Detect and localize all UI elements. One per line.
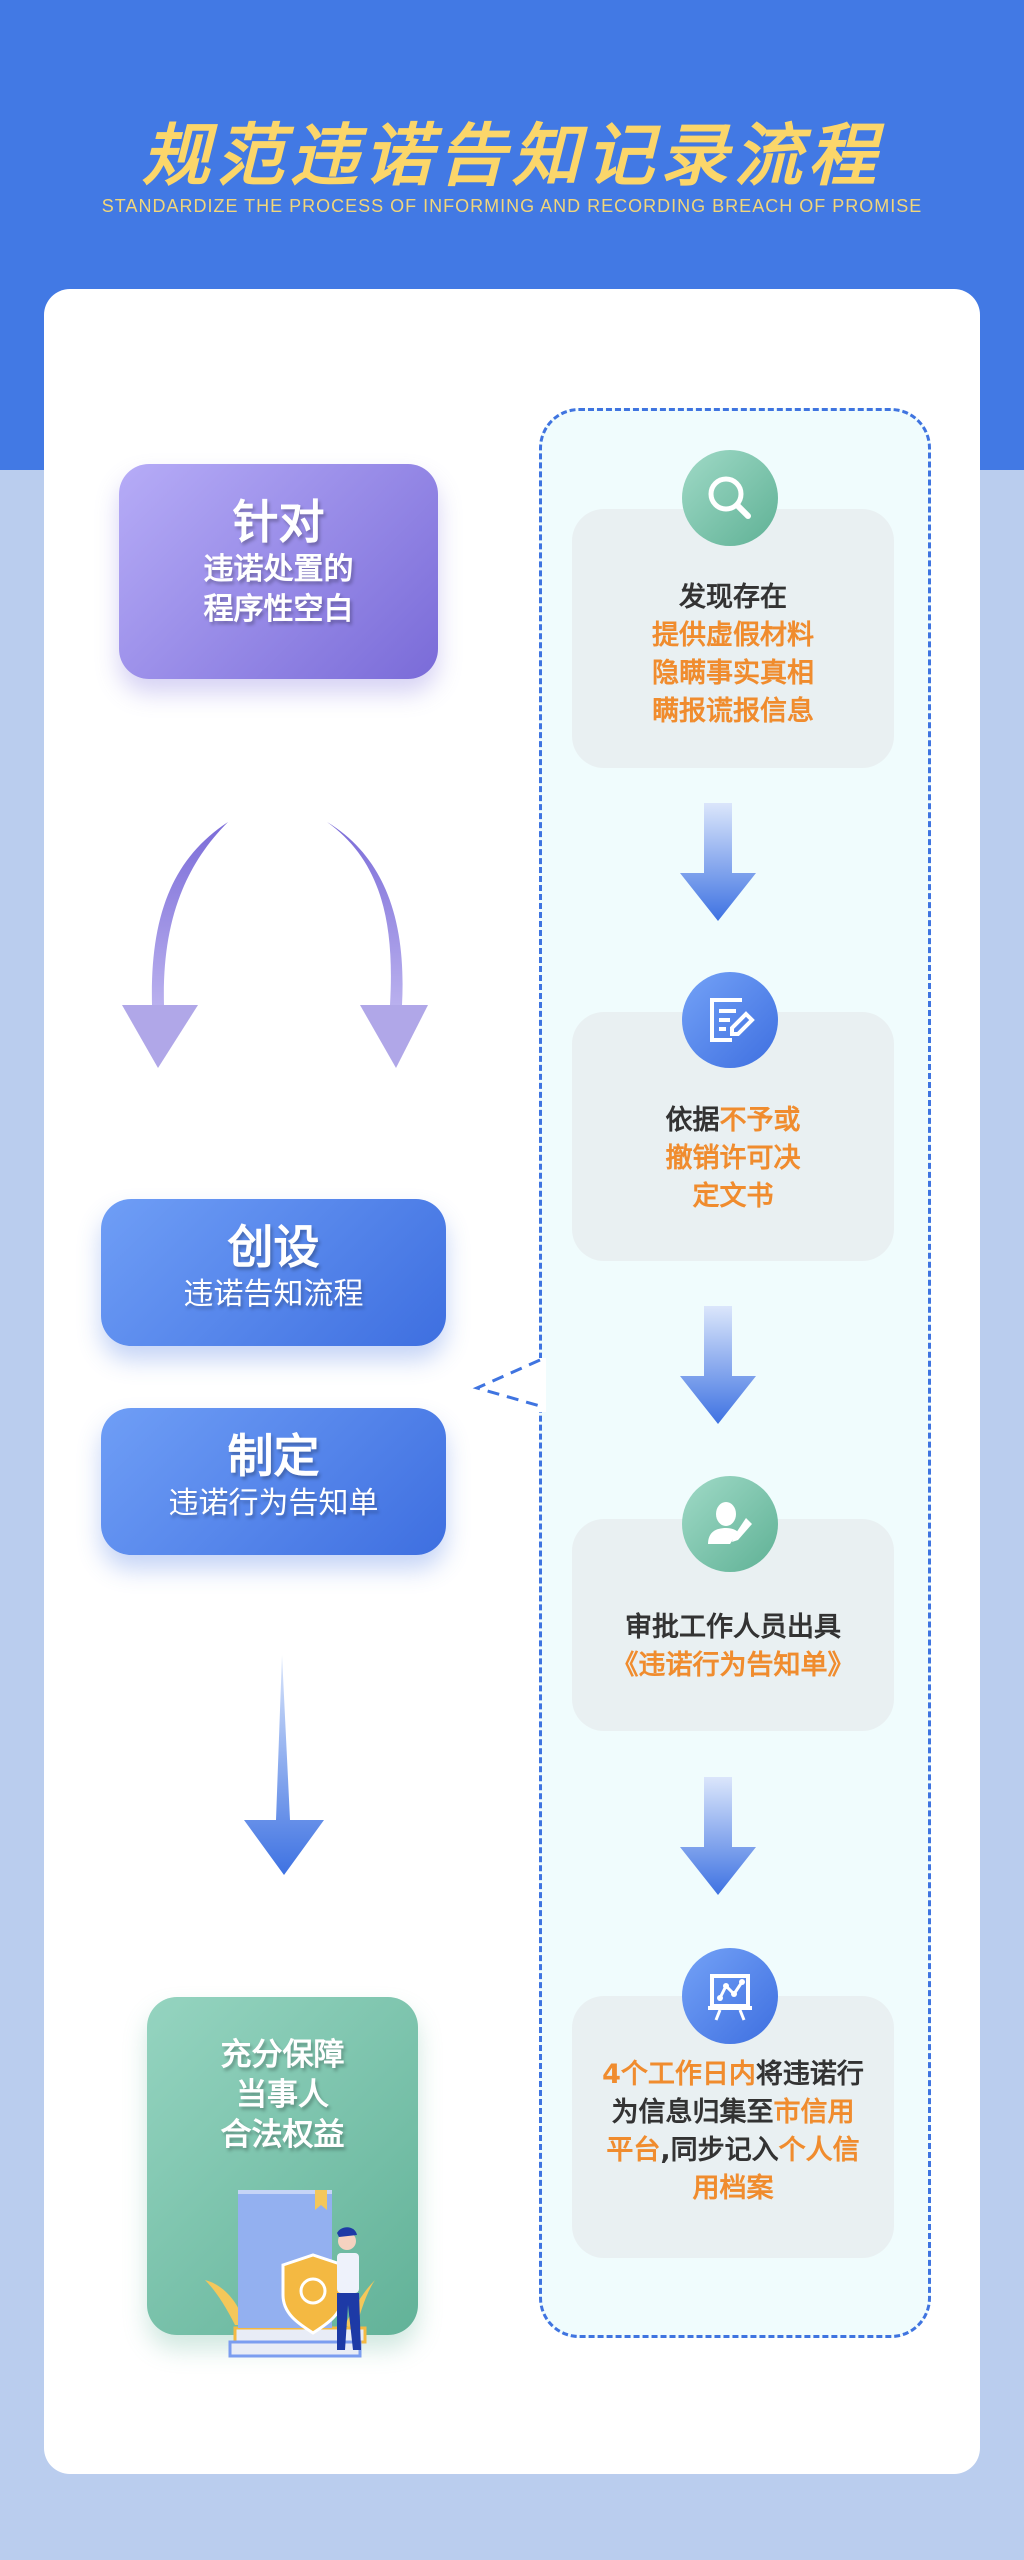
step-text: 个人信 <box>778 2135 860 2166</box>
step-text: 市信用 <box>773 2097 855 2128</box>
user-sign-icon <box>682 1476 778 1572</box>
box-text: 违诺行为告知单 <box>168 1486 379 1521</box>
step-text: 定文书 <box>692 1181 774 1212</box>
make-box: 制定 违诺行为告知单 <box>101 1408 446 1555</box>
arrow-down-icon <box>244 1655 324 1875</box>
split-arrows-icon <box>122 822 428 1068</box>
step-discover: 发现存在 提供虚假材料 隐瞒事实真相 瞒报谎报信息 <box>572 509 894 768</box>
step-text: 瞒报谎报信息 <box>652 696 814 727</box>
document-edit-icon <box>682 972 778 1068</box>
step-text: 4个工作日内 <box>602 2059 756 2090</box>
box-title: 创设 <box>227 1220 320 1274</box>
box-text: 违诺处置的 <box>203 552 354 587</box>
box-text: 当事人 <box>236 2077 329 2113</box>
step-text: ,同步记入 <box>660 2135 779 2166</box>
target-box: 针对 违诺处置的 程序性空白 <box>119 464 438 679</box>
step-text: 平台 <box>606 2135 661 2166</box>
box-title: 制定 <box>227 1429 320 1483</box>
step-text: 提供虚假材料 <box>652 620 814 651</box>
step-text: 《违诺行为告知单》 <box>611 1650 855 1681</box>
step-text: 不予或 <box>719 1105 801 1136</box>
box-text: 违诺告知流程 <box>183 1277 364 1312</box>
legal-protection-illustration <box>205 2190 375 2358</box>
box-text: 充分保障 <box>220 2037 345 2073</box>
step-text: 依据 <box>665 1105 720 1136</box>
step-text: 发现存在 <box>679 582 787 613</box>
page-title: 规范违诺告知记录流程 <box>141 117 882 196</box>
panel-pointer <box>472 1358 546 1412</box>
step-text: 审批工作人员出具 <box>625 1612 841 1643</box>
step-text: 撤销许可决 <box>665 1143 801 1174</box>
create-box: 创设 违诺告知流程 <box>101 1199 446 1346</box>
step-text: 为信息归集至 <box>611 2097 774 2128</box>
box-text: 程序性空白 <box>203 592 354 627</box>
box-title: 针对 <box>232 495 325 549</box>
arrow-down-icon <box>680 1306 756 1424</box>
arrow-down-icon <box>680 1777 756 1895</box>
step-text: 隐瞒事实真相 <box>652 658 814 689</box>
chart-board-icon <box>682 1948 778 2044</box>
step-text: 用档案 <box>692 2173 774 2204</box>
step-text: 将违诺行 <box>755 2059 864 2090</box>
page-subtitle: STANDARDIZE THE PROCESS OF INFORMING AND… <box>101 196 923 216</box>
search-icon <box>682 450 778 546</box>
box-text: 合法权益 <box>220 2117 345 2153</box>
arrow-down-icon <box>680 803 756 921</box>
step-line: 发现存在 <box>572 579 894 617</box>
